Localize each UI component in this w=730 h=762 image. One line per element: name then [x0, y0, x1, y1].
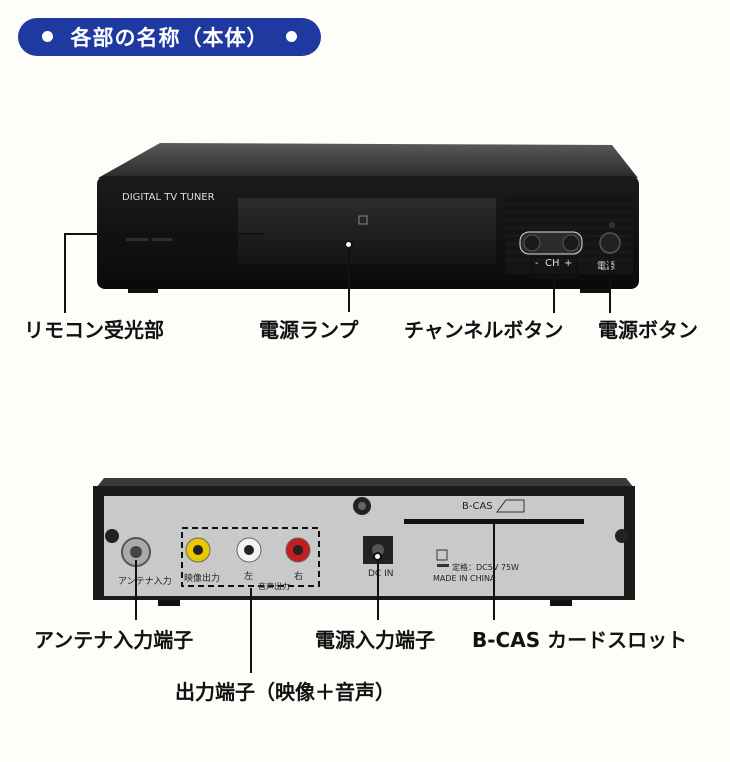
- front-device-top: [98, 143, 638, 178]
- rating-text: 定格：DC5V 75W: [452, 563, 519, 572]
- video-out-text: 映像出力: [184, 574, 221, 584]
- label-remote-receiver: リモコン受光部: [24, 318, 164, 342]
- label-power-lamp: 電源ランプ: [259, 318, 359, 342]
- label-output-terminals: 出力端子（映像＋音声）: [175, 680, 395, 704]
- label-channel-buttons: チャンネルボタン: [404, 318, 564, 342]
- callout-dcin-v: [377, 560, 379, 620]
- section-header: 各部の名称（本体）: [18, 18, 321, 56]
- bcas-text: B-CAS: [462, 501, 493, 512]
- callout-power-v: [609, 254, 611, 313]
- front-brand-text: DIGITAL TV TUNER: [122, 192, 215, 203]
- label-power-button: 電源ボタン: [598, 318, 698, 342]
- rear-device-illustration: [93, 478, 635, 606]
- audio-out-text: 音声出力: [258, 582, 290, 591]
- bullet-dot-left: [42, 31, 53, 42]
- callout-remote-h: [64, 233, 264, 235]
- front-power-text: 電源: [597, 262, 616, 272]
- callout-output-v: [250, 588, 252, 673]
- callout-lamp-dot: [344, 240, 353, 249]
- label-antenna-input: アンテナ入力端子: [34, 628, 194, 652]
- ch-label-text: CH: [545, 258, 560, 269]
- label-power-input: 電源入力端子: [315, 628, 435, 652]
- callout-ch-box-left: [530, 256, 532, 278]
- callout-remote-v: [64, 233, 66, 313]
- callout-antenna-v: [135, 560, 137, 620]
- label-bcas-slot: B-CAS カードスロット: [472, 628, 688, 652]
- left-text: 左: [244, 572, 254, 582]
- ch-minus-text: -: [535, 258, 539, 269]
- ch-plus-text: +: [564, 258, 573, 269]
- right-text: 右: [294, 572, 304, 582]
- antenna-text: アンテナ入力: [118, 577, 172, 587]
- display-window: [238, 198, 496, 264]
- section-title: 各部の名称（本体）: [70, 26, 269, 50]
- callout-ch-box-right: [576, 256, 578, 278]
- callout-bcas-v: [493, 524, 495, 620]
- callout-lamp-v: [348, 246, 350, 312]
- bullet-dot-right: [286, 31, 297, 42]
- callout-ch-box-top: [530, 256, 578, 258]
- dcin-text: DC IN: [368, 569, 394, 579]
- callout-ch-v: [553, 276, 555, 313]
- made-in-text: MADE IN CHINA: [433, 574, 496, 583]
- front-device-illustration: [97, 143, 639, 293]
- callout-dcin-dot: [373, 552, 382, 561]
